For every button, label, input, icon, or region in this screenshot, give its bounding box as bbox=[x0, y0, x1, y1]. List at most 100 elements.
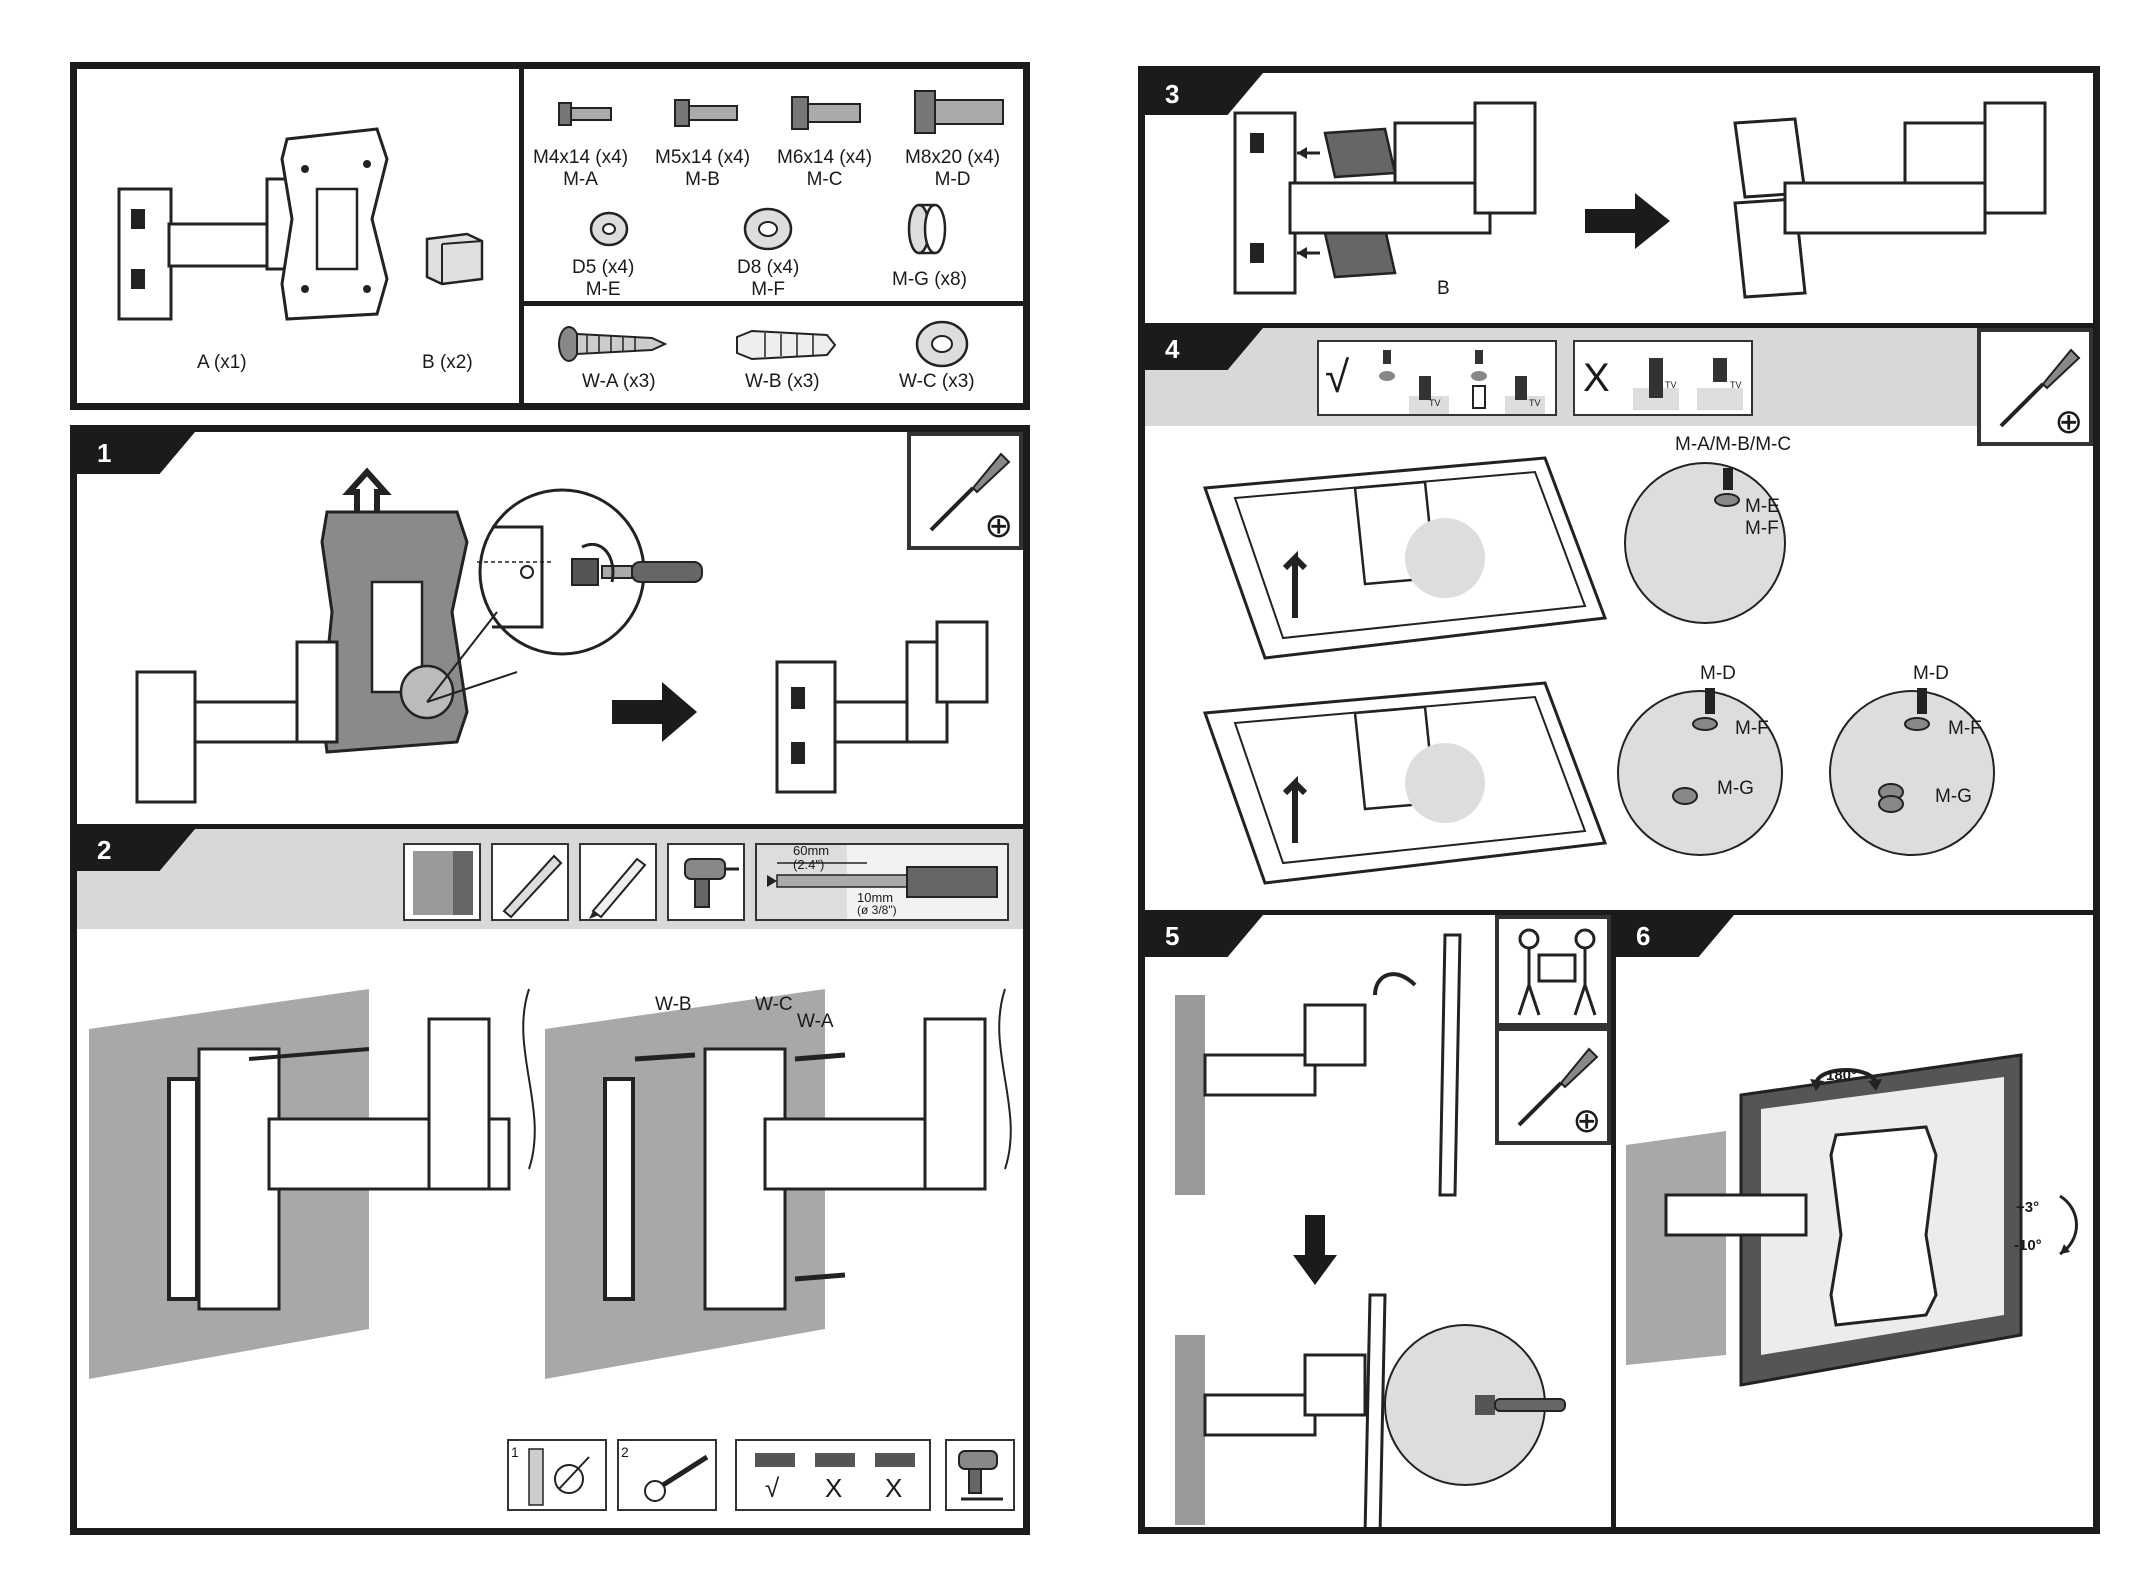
level-bad-mark-2: X bbox=[885, 1473, 902, 1503]
step-6-section: 6 180° +3° -10° bbox=[1616, 915, 2093, 1534]
marking-icon bbox=[529, 1449, 599, 1505]
part-b-label: B (x2) bbox=[422, 352, 473, 374]
screw-m-a-icon bbox=[559, 99, 619, 129]
sub-step-2-thumbnail: 2 bbox=[617, 1439, 717, 1511]
wall-screw-w-a-label: W-A (x3) bbox=[582, 371, 656, 393]
two-people-icon bbox=[1509, 925, 1605, 1021]
drill-depth-label: 60mm bbox=[793, 843, 829, 858]
step-4-section: 4 √ TV TV X TV TV ⊕ bbox=[1145, 328, 2093, 910]
sub-step-1-number: 1 bbox=[511, 1441, 519, 1463]
step-6-tv-rotated-illustration bbox=[1626, 1055, 2026, 1395]
parts-divider-vertical bbox=[519, 69, 524, 403]
correct-screw-usage-box: √ TV TV bbox=[1317, 340, 1557, 416]
incorrect-screw-usage-box: X TV TV bbox=[1573, 340, 1753, 416]
tilt-up-label: +3° bbox=[2016, 1197, 2039, 1219]
callout-m-f: M-F bbox=[1948, 718, 1982, 740]
step-2-wall-marking-illustration bbox=[89, 989, 559, 1389]
step-5-section: 5 ⊕ bbox=[1145, 915, 1611, 1534]
callout-m-d: M-D bbox=[1700, 663, 1736, 685]
tool-drill-thumbnail bbox=[667, 843, 745, 921]
detail-circle-m-d-washer bbox=[1605, 678, 1805, 858]
callout-w-c: W-C bbox=[755, 994, 793, 1016]
drilling-icon bbox=[637, 1451, 713, 1507]
drill-depth-diagram: 60mm (2.4") 10mm (ø 3/8") bbox=[755, 843, 1009, 921]
step-2-section: 2 60mm (2.4") 10mm (ø 3/8") bbox=[77, 829, 1023, 1528]
spacer-b-callout: B bbox=[1437, 278, 1450, 300]
drill-icon bbox=[675, 851, 739, 915]
part-a-label: A (x1) bbox=[197, 352, 247, 374]
callout-w-b: W-B bbox=[655, 994, 692, 1016]
sub-step-2-number: 2 bbox=[621, 1441, 629, 1463]
washer-m-f-label: D8 (x4)M-F bbox=[737, 257, 799, 301]
two-person-lift-box bbox=[1495, 915, 1611, 1027]
level-icon bbox=[499, 851, 563, 915]
phillips-plus-icon: ⊕ bbox=[2055, 404, 2084, 440]
level-good-mark: √ bbox=[765, 1473, 779, 1503]
spacer-m-g-label: M-G (x8) bbox=[892, 269, 967, 291]
callout-m-e: M-E bbox=[1745, 496, 1780, 518]
screw-m-b-icon bbox=[675, 97, 745, 131]
bracket-a-illustration bbox=[107, 119, 437, 349]
drill-icon bbox=[951, 1445, 1011, 1505]
step-1-tool-box: ⊕ bbox=[907, 432, 1023, 550]
wall-screw-w-a-icon bbox=[557, 324, 667, 364]
screw-m-d-icon bbox=[915, 91, 1015, 137]
drill-depth-inch-label: (2.4") bbox=[793, 857, 824, 872]
washer-m-e-icon bbox=[587, 209, 631, 249]
screw-m-d-label: M8x20 (x4)M-D bbox=[905, 147, 1000, 191]
step-6-number: 6 bbox=[1616, 915, 1734, 957]
step-1-detail-pointer bbox=[407, 572, 527, 712]
parts-list-panel: A (x1) B (x2) M4x14 (x4)M-A M5x14 (x4)M-… bbox=[70, 62, 1030, 410]
callout-m-g: M-G bbox=[1717, 778, 1754, 800]
step-1-number: 1 bbox=[77, 432, 195, 474]
level-check-thumbnail: √ X X bbox=[735, 1439, 931, 1511]
step-2-wall-mounting-illustration bbox=[545, 989, 1015, 1389]
incorrect-mark: X bbox=[1583, 356, 1610, 400]
screwing-thumbnail bbox=[945, 1439, 1015, 1511]
washer-m-f-icon bbox=[741, 205, 795, 253]
wall-plug-w-b-label: W-B (x3) bbox=[745, 371, 820, 393]
step-1-arrow-icon bbox=[612, 682, 702, 742]
step-5-hang-tv-illustration bbox=[1175, 925, 1495, 1205]
spacer-b-illustration bbox=[422, 229, 492, 289]
tv-back-plate-illustration-small bbox=[1205, 448, 1605, 668]
detail-circle-m-d-double-spacer bbox=[1817, 678, 2017, 858]
step-3-spacer-insert-illustration bbox=[1225, 93, 1585, 323]
wall-plug-w-b-icon bbox=[737, 327, 837, 363]
tv-label: TV bbox=[1429, 398, 1441, 408]
detail-circle-m-a-m-b-m-c bbox=[1615, 448, 1815, 618]
callout-m-d: M-D bbox=[1913, 663, 1949, 685]
screw-m-c-icon bbox=[792, 95, 872, 135]
tilt-down-label: -10° bbox=[2014, 1235, 2042, 1257]
steps-3-6-panel: 3 B 4 √ bbox=[1138, 66, 2100, 1534]
level-bad-mark-1: X bbox=[825, 1473, 842, 1503]
steps-1-2-panel: 1 ⊕ bbox=[70, 425, 1030, 1535]
callout-m-g: M-G bbox=[1935, 786, 1972, 808]
tv-back-plate-illustration-large bbox=[1205, 673, 1605, 893]
screw-m-c-label: M6x14 (x4)M-C bbox=[777, 147, 872, 191]
screw-m-a-label: M4x14 (x4)M-A bbox=[533, 147, 628, 191]
callout-m-a-m-b-m-c: M-A/M-B/M-C bbox=[1675, 434, 1791, 456]
level-good-icon bbox=[755, 1453, 795, 1467]
screw-m-b-label: M5x14 (x4)M-B bbox=[655, 147, 750, 191]
phillips-plus-icon: ⊕ bbox=[1573, 1103, 1602, 1139]
level-bad-icon bbox=[875, 1453, 915, 1467]
step-4-tool-box: ⊕ bbox=[1977, 328, 2093, 446]
drill-diameter-inch-label: (ø 3/8") bbox=[857, 904, 897, 917]
step-3-arrow-icon bbox=[1585, 193, 1675, 249]
wall-icon bbox=[413, 851, 473, 915]
tilt-icon bbox=[2056, 1190, 2086, 1260]
step-5-down-arrow-icon bbox=[1293, 1215, 1337, 1285]
step-3-assembled-illustration bbox=[1715, 93, 2075, 323]
callout-m-f: M-F bbox=[1735, 718, 1769, 740]
correct-mark: √ bbox=[1325, 354, 1349, 402]
tool-pencil-thumbnail bbox=[579, 843, 657, 921]
washer-m-e-label: D5 (x4)M-E bbox=[572, 257, 634, 301]
sub-step-1-thumbnail: 1 bbox=[507, 1439, 607, 1511]
tv-label: TV bbox=[1529, 398, 1541, 408]
step-5-tool-box: ⊕ bbox=[1495, 1027, 1611, 1145]
step-3-section: 3 B bbox=[1145, 73, 2093, 323]
phillips-plus-icon: ⊕ bbox=[985, 508, 1014, 544]
step-1-bracket-without-plate bbox=[767, 612, 1007, 812]
step-1-section: 1 ⊕ bbox=[77, 432, 1023, 824]
